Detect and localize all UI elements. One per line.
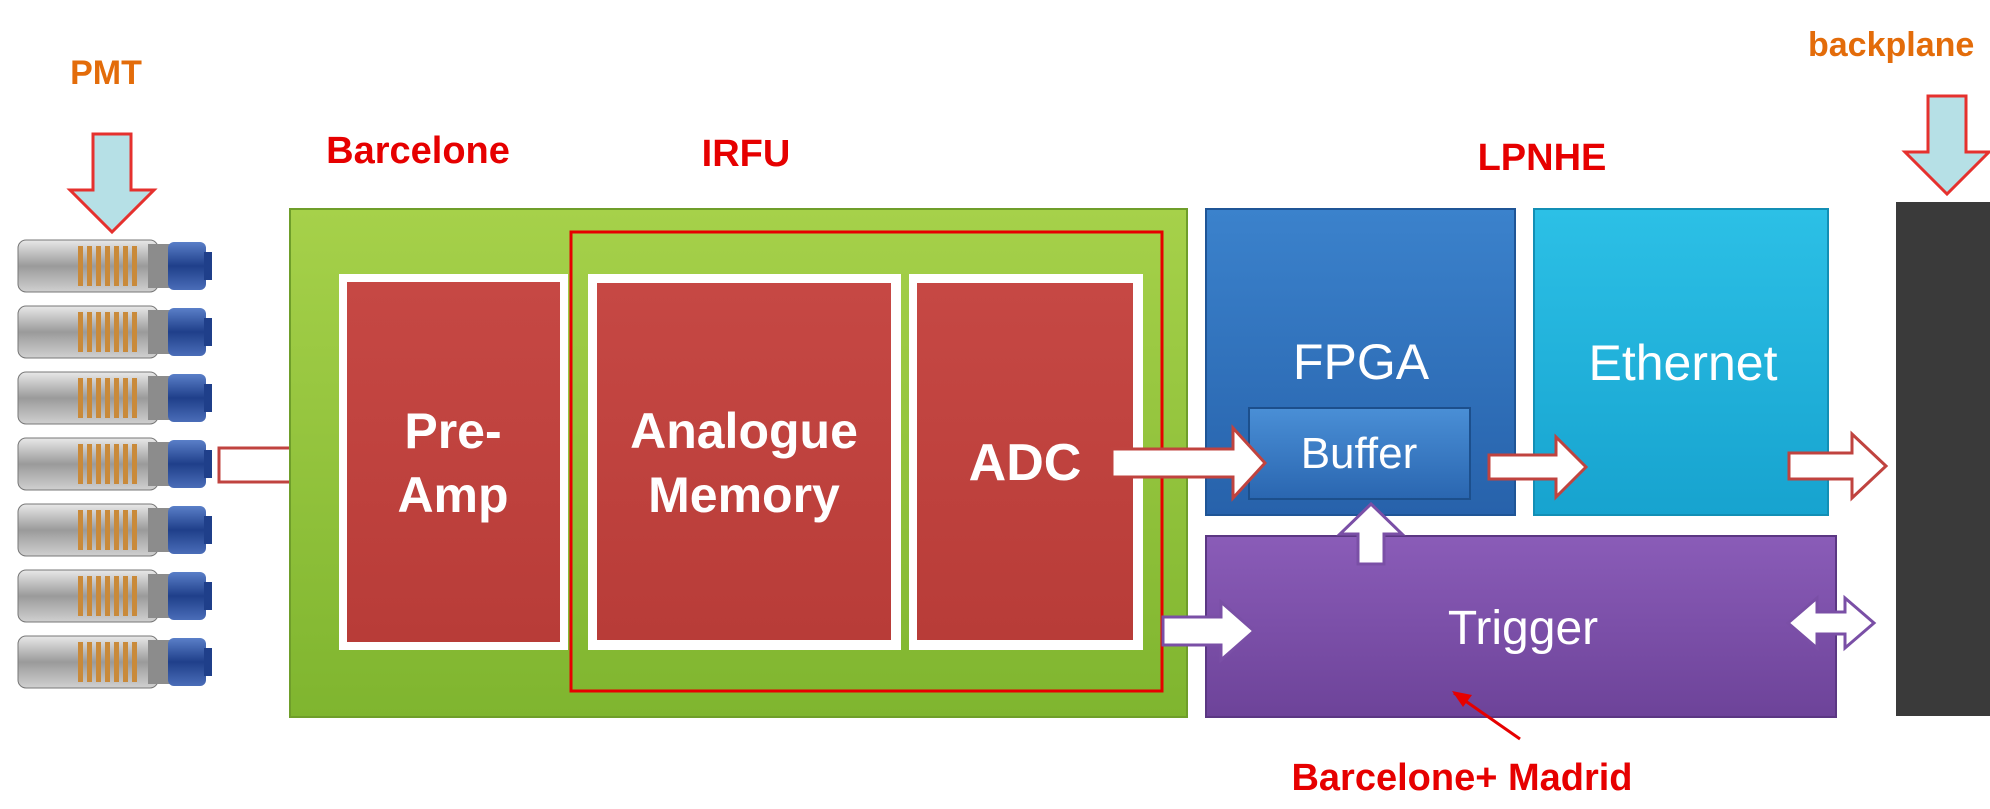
- preamp-label-line1: Pre-: [404, 403, 501, 459]
- backplane-label: backplane: [1808, 26, 1974, 64]
- adc-block: [917, 283, 1133, 640]
- adc-label: ADC: [969, 434, 1082, 492]
- lpnhe-label: LPNHE: [1478, 137, 1607, 179]
- trigger-backplane-double-arrow-icon: [1785, 594, 1877, 652]
- pmt-tube-icon: [17, 437, 212, 491]
- ethernet-to-backplane-arrow-icon: [1787, 430, 1889, 502]
- pmt-tube-icon: [17, 239, 212, 293]
- fpga-label: FPGA: [1293, 334, 1430, 390]
- trigger-to-buffer-arrow-icon: [1336, 501, 1406, 566]
- pmt-tube-icon: [17, 305, 212, 359]
- pmt-label: PMT: [70, 54, 142, 92]
- pmt-tube-icon: [17, 371, 212, 425]
- buffer-block: [1248, 407, 1471, 500]
- pmt-tube-icon: [17, 503, 212, 557]
- pmt-down-arrow-icon: [66, 132, 158, 235]
- buffer-label: Buffer: [1301, 429, 1418, 478]
- backplane-down-arrow-icon: [1901, 94, 1990, 197]
- preamp-label-line2: Amp: [397, 467, 508, 523]
- analogue-memory-label-line2: Memory: [648, 467, 840, 523]
- adc-to-buffer-arrow-icon: [1110, 424, 1268, 502]
- analogue-memory-block: [597, 283, 891, 640]
- trigger-label: Trigger: [1448, 602, 1598, 655]
- buffer-to-ethernet-arrow-icon: [1487, 433, 1589, 501]
- irfu-label: IRFU: [702, 133, 791, 175]
- barcelone-label: Barcelone: [326, 130, 510, 172]
- barcelone-madrid-label: Barcelone+ Madrid: [1291, 757, 1632, 799]
- analogue-memory-label-line1: Analogue: [630, 403, 858, 459]
- pmt-tube-icon: [17, 635, 212, 689]
- pmt-stack: [17, 239, 212, 689]
- backplane-bar: [1896, 202, 1990, 716]
- pmt-tube-icon: [17, 569, 212, 623]
- preamp-block: [347, 282, 560, 642]
- barcelone-madrid-pointer-head-icon: [1452, 691, 1472, 707]
- adc-to-trigger-arrow-icon: [1161, 598, 1257, 664]
- trigger-block: [1205, 535, 1837, 718]
- ethernet-label: Ethernet: [1588, 335, 1777, 391]
